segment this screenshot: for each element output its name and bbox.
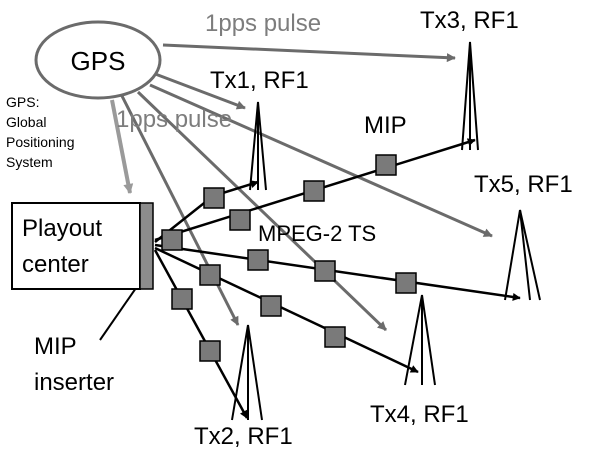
tx5-antenna <box>504 209 531 301</box>
mip-inserter-line-1: MIP <box>34 333 76 360</box>
pulse-label-mid: 1pps pulse <box>116 106 232 133</box>
gps-definition: GPS: Global Positioning System <box>6 94 78 170</box>
mip-label: MIP <box>364 112 407 139</box>
ts-to-tx4 <box>154 246 419 374</box>
gps-label: GPS <box>71 46 126 76</box>
tx2-label: Tx2, RF1 <box>194 423 293 450</box>
gps-node <box>34 20 162 100</box>
ts-packet <box>171 288 193 310</box>
gps-pulse-lines <box>120 43 493 332</box>
gps-def-line-3: Positioning <box>6 134 75 150</box>
ts-packet <box>203 187 225 209</box>
mpeg-ts-label: MPEG-2 TS <box>258 221 376 246</box>
antennas <box>231 41 541 421</box>
ts-packet <box>395 272 417 294</box>
ts-packet <box>161 229 183 251</box>
tx3-label: Tx3, RF1 <box>420 7 519 34</box>
mip-inserter-line-2: inserter <box>34 369 114 396</box>
tx4-antenna <box>404 294 436 386</box>
tx1-label: Tx1, RF1 <box>210 67 309 94</box>
ts-packet <box>229 209 251 231</box>
ts-packet <box>247 249 269 271</box>
gps-def-line-4: System <box>6 154 53 170</box>
playout-center-box <box>11 202 141 290</box>
tx4-label: Tx4, RF1 <box>370 401 469 428</box>
ts-packet <box>375 154 397 176</box>
playout-line-2: center <box>22 251 89 278</box>
ts-packet <box>199 264 221 286</box>
ts-to-tx2 <box>153 249 249 419</box>
ts-packets <box>161 154 417 362</box>
ts-to-tx5 <box>154 243 521 301</box>
ts-packet <box>314 260 336 282</box>
ts-packet <box>324 326 346 348</box>
gps-to-playout <box>110 99 134 194</box>
mip-inserter-block <box>139 202 154 290</box>
playout-center-label: Playout center <box>22 215 109 278</box>
gps-to-tx3 <box>162 43 456 63</box>
ts-packet <box>260 295 282 317</box>
gps-to-tx4 <box>136 90 388 332</box>
ts-packet <box>199 340 221 362</box>
playout-line-1: Playout <box>22 215 102 242</box>
ts-packet <box>303 180 325 202</box>
pulse-label-top: 1pps pulse <box>205 10 321 37</box>
gps-def-line-1: GPS: <box>6 94 39 110</box>
gps-to-tx1 <box>149 70 246 110</box>
gps-def-line-2: Global <box>6 114 46 130</box>
tx5-antenna-mast <box>519 209 541 301</box>
mip-inserter-label: MIP inserter <box>34 333 114 396</box>
tx5-label: Tx5, RF1 <box>474 171 573 198</box>
gps-to-tx5 <box>149 83 493 238</box>
gps-to-tx2 <box>120 95 240 326</box>
